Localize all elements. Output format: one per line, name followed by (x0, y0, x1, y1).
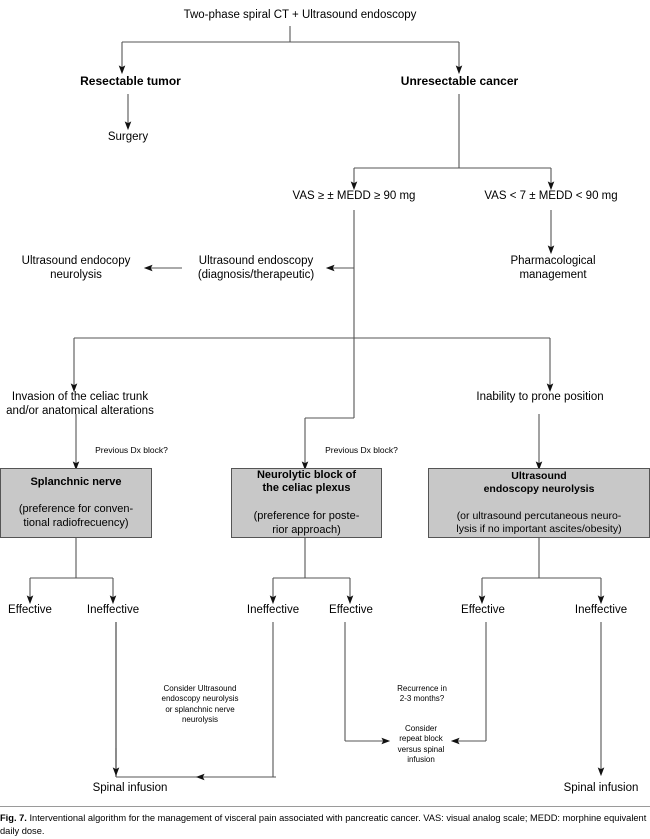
node-pharmacological-management: Pharmacological management (510, 255, 596, 282)
label-effective-1: Effective (8, 604, 52, 616)
box-neurolytic-subtitle: (preference for poste- rior approach) (253, 509, 360, 536)
caption-divider (0, 806, 650, 807)
node-root: Two-phase spiral CT + Ultrasound endosco… (183, 9, 417, 21)
box-splanchnic-nerve[interactable]: Splanchnic nerve (preference for conven-… (0, 468, 152, 538)
node-surgery: Surgery (107, 131, 149, 143)
node-vas-high: VAS ≥ ± MEDD ≥ 90 mg (292, 190, 416, 202)
label-previous-dx-block-left: Previous Dx block? (95, 445, 168, 455)
node-unresectable-cancer: Unresectable cancer (400, 74, 519, 88)
node-celiac-invasion: Invasion of the celiac trunk and/or anat… (6, 391, 154, 418)
node-resectable-tumor: Resectable tumor (80, 74, 181, 88)
label-ineffective-1: Ineffective (86, 604, 140, 616)
label-previous-dx-block-middle: Previous Dx block? (325, 445, 398, 455)
box-neurolytic-celiac-plexus[interactable]: Neurolytic block of the celiac plexus (p… (231, 468, 382, 538)
node-ultrasound-endoscopy: Ultrasound endoscopy (diagnosis/therapeu… (197, 255, 315, 282)
node-spinal-infusion-left: Spinal infusion (92, 782, 168, 794)
node-ultrasound-endoscopy-neurolysis: Ultrasound endocopy neurolysis (21, 255, 131, 282)
label-effective-3: Effective (461, 604, 505, 616)
box-splanchnic-subtitle: (preference for conven- tional radiofrec… (18, 503, 134, 529)
box-neurolytic-title: Neurolytic block of the celiac plexus (256, 468, 357, 495)
figure-number: Fig. 7. (0, 813, 27, 823)
figure-caption-text: Interventional algorithm for the managem… (0, 813, 647, 837)
box-ultrasound-endoscopy-neurolysis[interactable]: Ultrasound endoscopy neurolysis (or ultr… (428, 468, 650, 538)
box-splanchnic-title: Splanchnic nerve (30, 475, 122, 488)
note-recurrence: Recurrence in 2-3 months? (397, 684, 447, 704)
label-effective-2: Effective (329, 604, 373, 616)
box-usneuro-title: Ultrasound endoscopy neurolysis (483, 470, 595, 496)
label-ineffective-2: Ineffective (246, 604, 300, 616)
note-consider-repeat-block: Consider repeat block versus spinal infu… (397, 724, 445, 765)
label-ineffective-3: Ineffective (574, 604, 628, 616)
node-spinal-infusion-right: Spinal infusion (563, 782, 639, 794)
box-usneuro-subtitle: (or ultrasound percutaneous neuro- lysis… (456, 509, 622, 535)
figure-caption: Fig. 7. Interventional algorithm for the… (0, 812, 650, 839)
node-inability-prone: Inability to prone position (476, 391, 604, 403)
node-vas-low: VAS < 7 ± MEDD < 90 mg (484, 190, 618, 202)
note-consider-ultrasound: Consider Ultrasound endoscopy neurolysis… (161, 684, 239, 725)
